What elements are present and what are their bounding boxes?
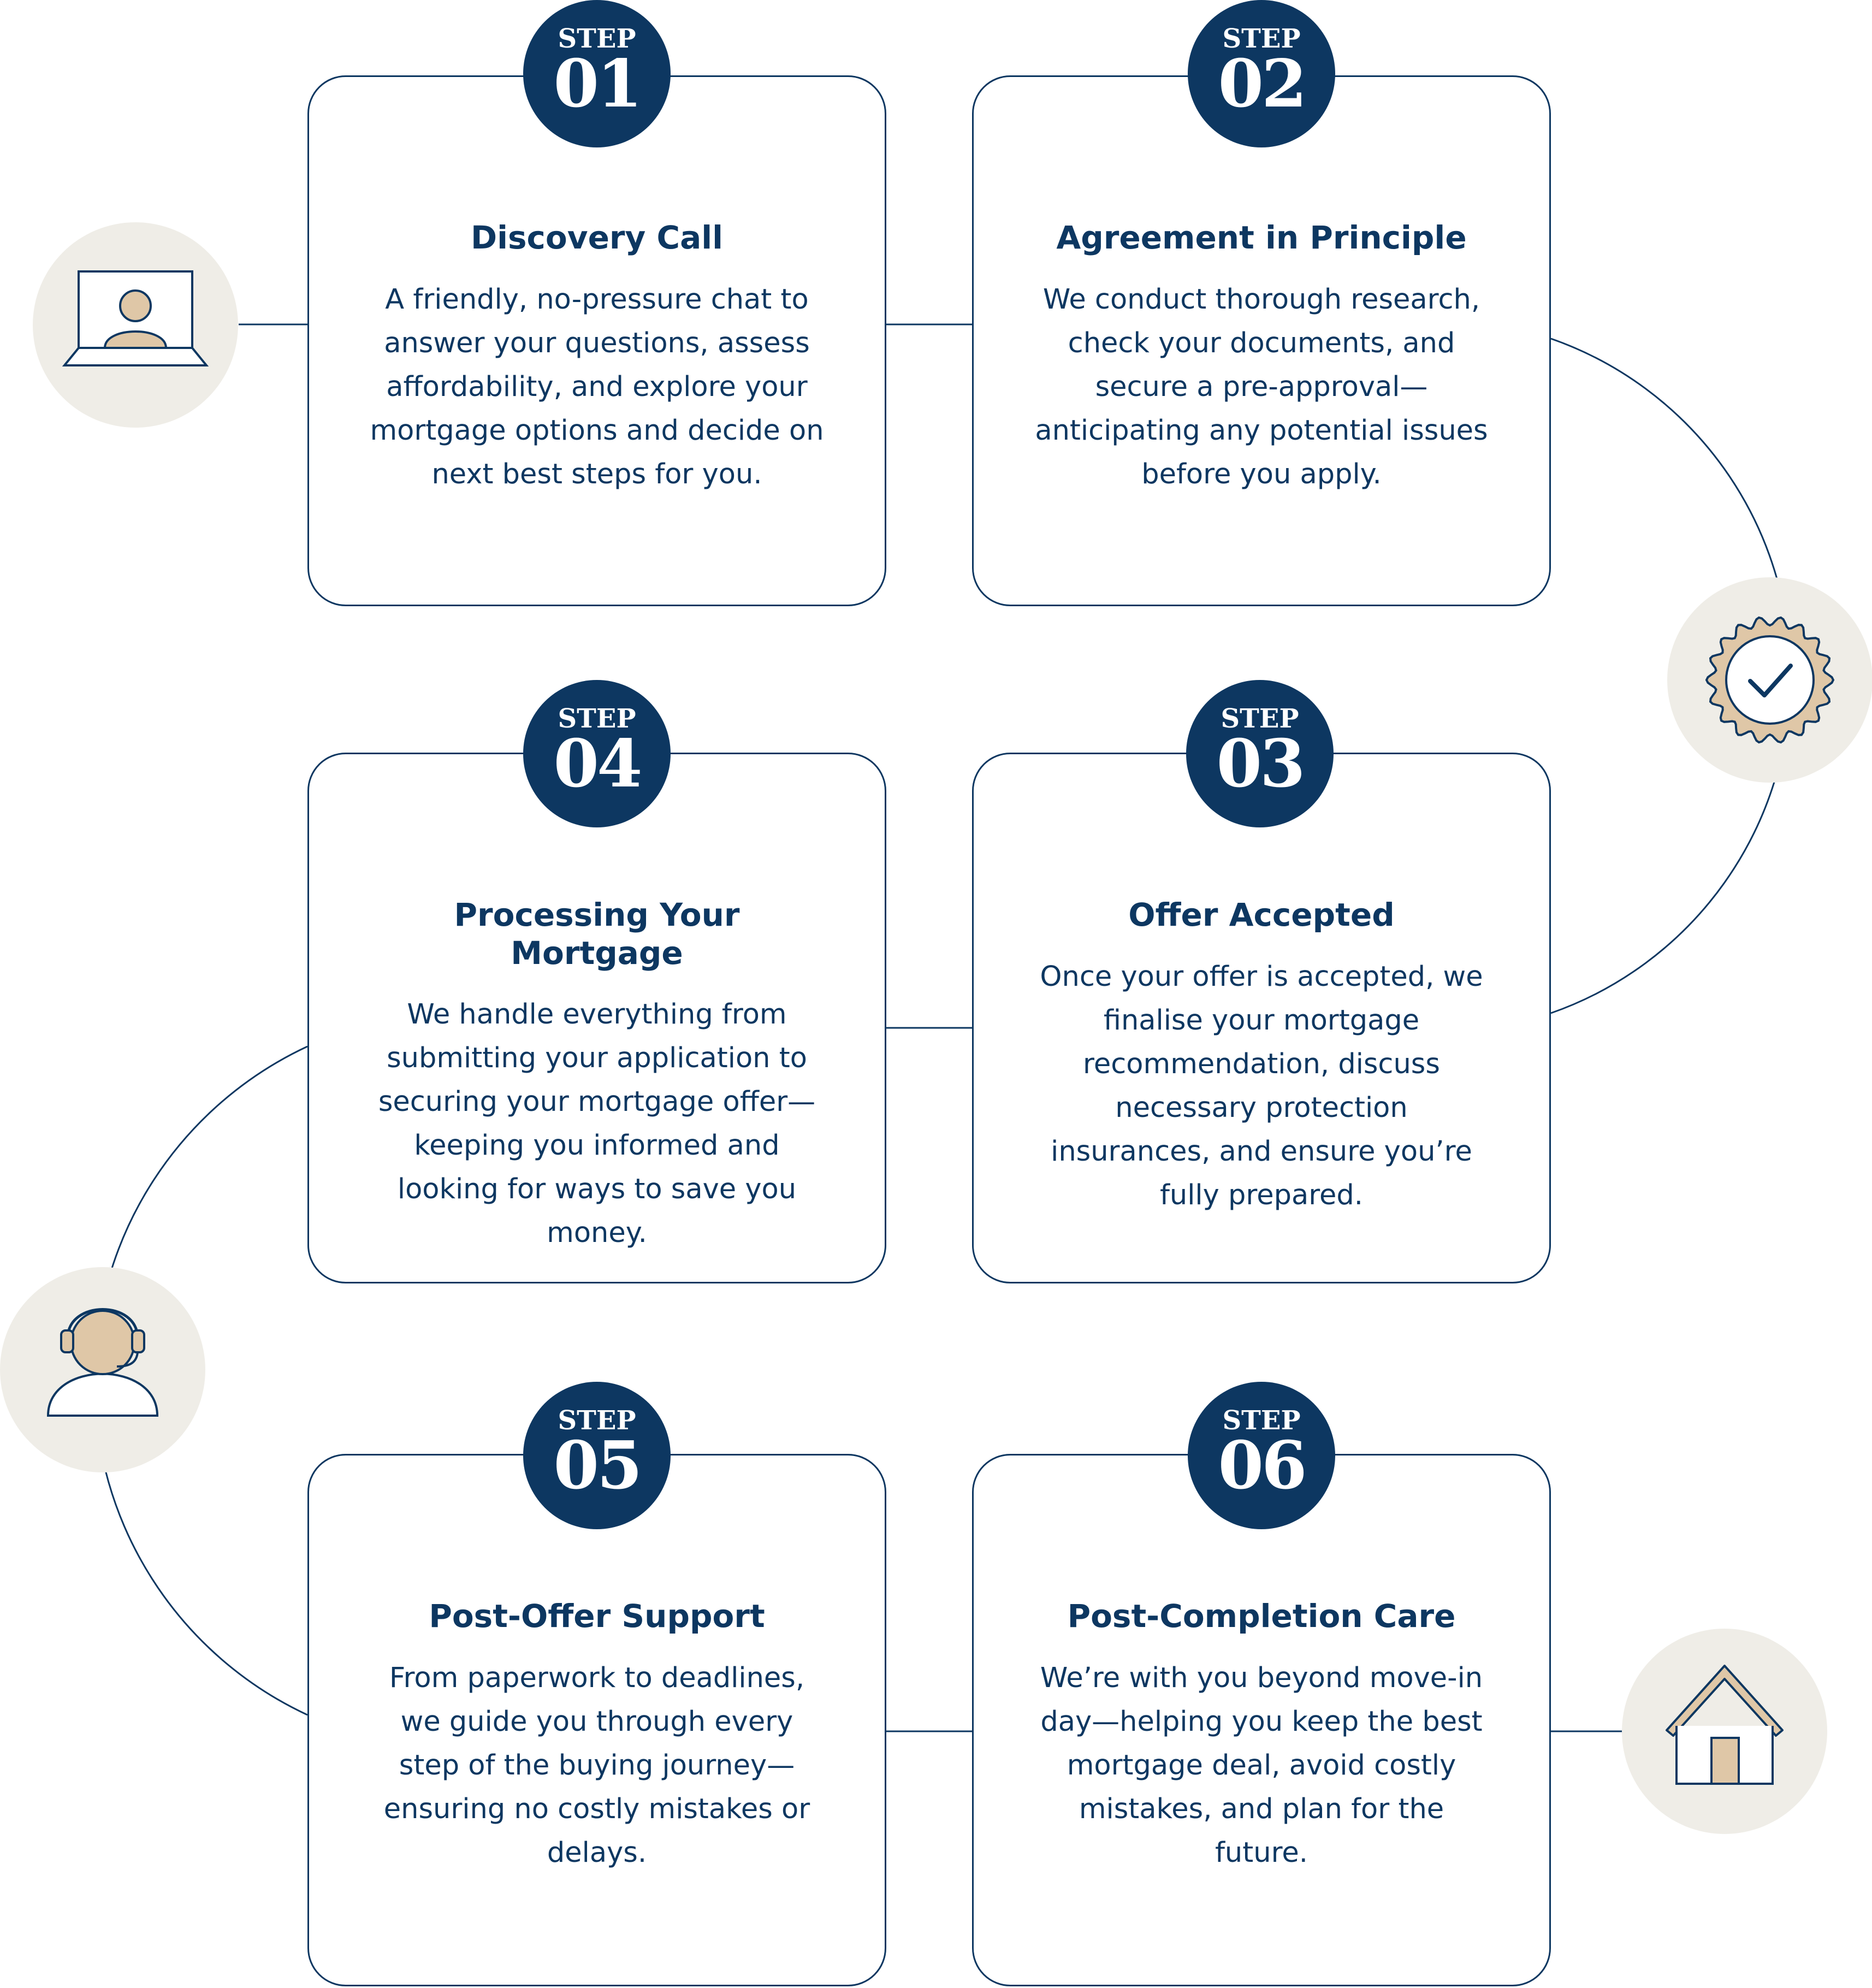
step-badge-label: STEP (558, 23, 636, 54)
step-title: Agreement in Principle (1056, 219, 1467, 256)
step-card-03: Offer Accepted Once your offer is accept… (972, 753, 1551, 1283)
step-description: A friendly, no-pressure chat to answer y… (370, 283, 824, 490)
step-badge-02: STEP 02 (1188, 0, 1335, 147)
step-title: Processing Your Mortgage (454, 896, 740, 972)
step-badge-04: STEP 04 (523, 680, 671, 827)
step-description: We conduct thorough research, check your… (1035, 283, 1488, 490)
step-card-01: Discovery Call A friendly, no-pressure c… (307, 75, 886, 606)
step-badge-number: 03 (1216, 725, 1306, 802)
step-badge-number: 04 (553, 725, 643, 802)
step-card-02: Agreement in Principle We conduct thorou… (972, 75, 1551, 606)
step-badge-05: STEP 05 (523, 1382, 671, 1529)
step-description: We’re with you beyond move-in day—helpin… (1040, 1661, 1483, 1869)
step-card-04: Processing Your Mortgage We handle every… (307, 753, 886, 1283)
step-badge-06: STEP 06 (1188, 1382, 1335, 1529)
step-title: Post-Offer Support (429, 1597, 765, 1635)
step-description: From paperwork to deadlines, we guide yo… (383, 1661, 810, 1869)
headset-support-icon (46, 1308, 159, 1417)
step-badge-01: STEP 01 (523, 0, 671, 147)
video-call-icon-circle (33, 222, 238, 428)
house-icon-circle (1622, 1629, 1827, 1834)
step-card-05: Post-Offer Support From paperwork to dea… (307, 1454, 886, 1986)
approval-badge-icon (1705, 616, 1835, 744)
step-description: Once your offer is accepted, we finalise… (1040, 960, 1483, 1211)
step-badge-label: STEP (558, 1405, 636, 1436)
step-badge-label: STEP (1222, 1405, 1301, 1436)
video-call-icon (62, 270, 209, 366)
headset-support-icon-circle (0, 1267, 205, 1472)
step-title: Post-Completion Care (1067, 1597, 1456, 1635)
step-badge-number: 01 (553, 45, 643, 122)
step-badge-label: STEP (1221, 703, 1299, 734)
house-icon (1666, 1665, 1784, 1785)
step-card-06: Post-Completion Care We’re with you beyo… (972, 1454, 1551, 1986)
step-title: Offer Accepted (1128, 896, 1395, 933)
step-badge-number: 05 (553, 1427, 643, 1504)
step-badge-number: 06 (1218, 1427, 1307, 1504)
step-badge-label: STEP (558, 703, 636, 734)
step-description: We handle everything from submitting you… (378, 998, 816, 1250)
step-badge-03: STEP 03 (1186, 680, 1334, 827)
step-title: Discovery Call (471, 219, 723, 256)
step-badge-label: STEP (1222, 23, 1301, 54)
step-badge-number: 02 (1218, 45, 1307, 122)
approval-badge-icon-circle (1667, 577, 1872, 783)
